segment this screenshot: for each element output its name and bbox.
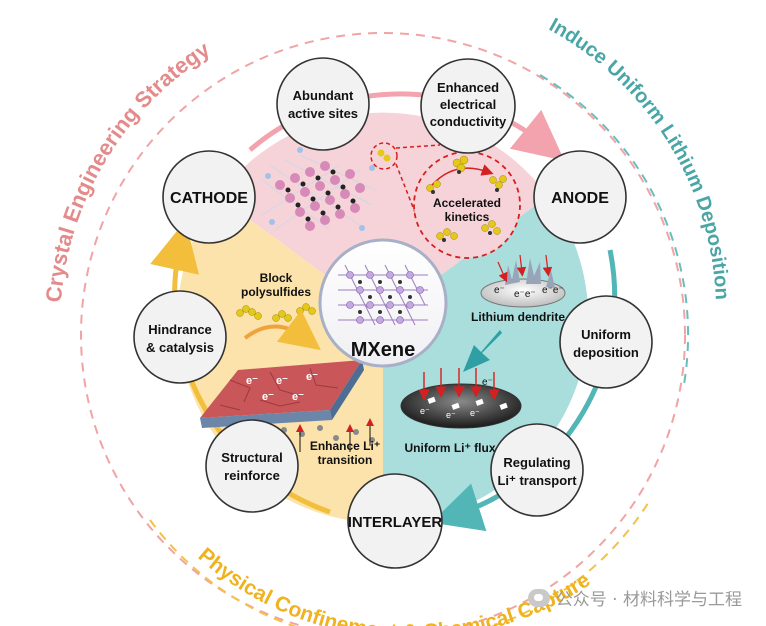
uniform-flux-label: Uniform Li⁺ flux — [405, 441, 496, 455]
svg-text:e⁻: e⁻ — [420, 406, 430, 416]
svg-text:e⁻: e⁻ — [470, 408, 480, 418]
svg-text:e⁻: e⁻ — [262, 391, 274, 403]
accelerated-label: Accelerated — [433, 196, 501, 210]
svg-text:Structural: Structural — [221, 450, 282, 465]
svg-text:e⁻: e⁻ — [292, 391, 304, 403]
teal-transition-arrow — [463, 330, 502, 372]
lithium-dendrite-illustration: e⁻ e⁻e⁻ e⁻e⁻ — [480, 254, 566, 308]
node-uniform-deposition: Uniform deposition — [559, 295, 653, 389]
svg-text:CATHODE: CATHODE — [170, 190, 248, 207]
mxene-label: MXene — [351, 339, 415, 361]
svg-text:Hindrance: Hindrance — [148, 322, 212, 337]
svg-text:e⁻: e⁻ — [276, 375, 288, 387]
svg-text:e⁻: e⁻ — [482, 377, 493, 388]
svg-text:ANODE: ANODE — [551, 190, 609, 207]
mxene-center-circle — [318, 238, 448, 368]
lithium-dendrite-label: Lithium dendrite — [471, 310, 565, 324]
transition-label: transition — [318, 453, 373, 467]
svg-text:active sites: active sites — [288, 106, 358, 121]
mxene-crystal-illustration — [261, 147, 376, 231]
node-regulating-li-transport: Regulating Li⁺ transport — [490, 423, 584, 517]
svg-text:e⁻: e⁻ — [494, 285, 505, 296]
zoom-source-circle — [370, 142, 398, 170]
node-anode: ANODE — [533, 150, 627, 244]
node-interlayer: INTERLAYER — [347, 473, 443, 569]
node-abundant-active-sites: Abundant active sites — [276, 57, 370, 151]
block-label: Block — [260, 271, 293, 285]
mxene-lattice-icon — [338, 264, 428, 326]
svg-text:e⁻: e⁻ — [246, 375, 258, 387]
node-enhanced-conductivity: Enhanced electrical conductivity — [420, 58, 516, 154]
watermark: 公众号 · 材料科学与工程 — [527, 585, 742, 610]
sulfur-clusters — [426, 155, 507, 240]
svg-text:deposition: deposition — [573, 345, 639, 360]
svg-text:& catalysis: & catalysis — [146, 340, 214, 355]
polysulfide-block-arrow — [243, 309, 321, 351]
node-hindrance-catalysis: Hindrance & catalysis — [133, 290, 227, 384]
outer-dashed-ring-right — [539, 74, 690, 391]
kinetics-label: kinetics — [445, 210, 490, 224]
svg-text:e⁻e⁻: e⁻e⁻ — [514, 289, 536, 300]
svg-text:electrical: electrical — [440, 97, 496, 112]
uniform-flux-illustration: e⁻ e⁻ e⁻ e⁻ — [400, 368, 522, 429]
enhance-li-label: Enhance Li⁺ — [310, 439, 380, 453]
svg-text:Uniform: Uniform — [581, 327, 631, 342]
svg-text:reinforce: reinforce — [224, 468, 280, 483]
svg-text:e⁻e⁻: e⁻e⁻ — [542, 285, 564, 296]
polysulfides-label: polysulfides — [241, 285, 311, 299]
svg-text:Regulating: Regulating — [503, 455, 570, 470]
svg-text:e⁻: e⁻ — [446, 410, 456, 420]
node-structural-reinforce: Structural reinforce — [205, 419, 299, 513]
zoom-connector-bottom — [395, 163, 421, 226]
wechat-icon — [527, 588, 550, 607]
zoom-connector-top — [395, 144, 441, 149]
outer-dashed-ring-bottom — [149, 499, 651, 626]
svg-text:INTERLAYER: INTERLAYER — [348, 514, 443, 531]
node-cathode: CATHODE — [162, 150, 256, 244]
svg-text:Abundant: Abundant — [293, 88, 354, 103]
outer-dashed-ring — [80, 32, 686, 626]
svg-text:Li⁺ transport: Li⁺ transport — [497, 473, 577, 488]
watermark-text: 公众号 · 材料科学与工程 — [555, 590, 742, 610]
svg-text:conductivity: conductivity — [430, 114, 507, 129]
svg-text:e⁻: e⁻ — [306, 371, 318, 383]
svg-text:Enhanced: Enhanced — [437, 80, 499, 95]
